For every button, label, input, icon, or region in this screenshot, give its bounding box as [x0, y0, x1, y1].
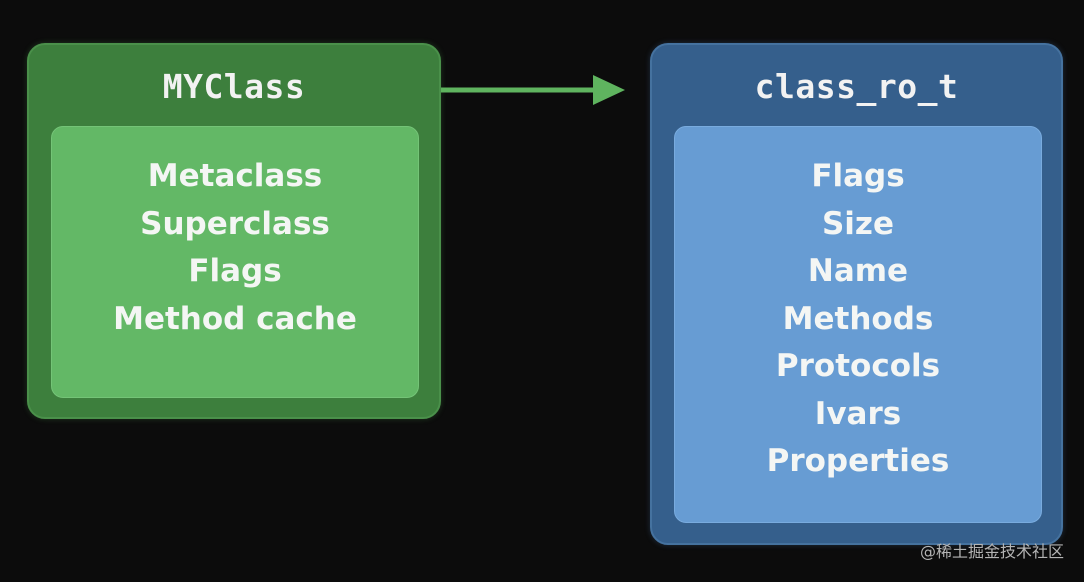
class-ro-t-field: Protocols [775, 348, 941, 384]
myclass-fields: Metaclass Superclass Flags Method cache [51, 126, 419, 398]
myclass-field: Method cache [113, 300, 357, 337]
myclass-title: MYClass [162, 67, 306, 106]
class-ro-t-field: Flags [811, 158, 905, 194]
class-ro-t-fields: Flags Size Name Methods Protocols Ivars … [674, 126, 1042, 523]
class-ro-t-box: class_ro_t Flags Size Name Methods Proto… [650, 43, 1063, 545]
class-ro-t-field: Size [821, 205, 895, 242]
myclass-box: MYClass Metaclass Superclass Flags Metho… [27, 43, 441, 419]
class-ro-t-title: class_ro_t [754, 67, 959, 106]
class-ro-t-field: Methods [782, 300, 934, 337]
class-ro-t-field: Properties [766, 443, 950, 479]
myclass-field: Superclass [140, 205, 330, 242]
myclass-field: Metaclass [147, 158, 323, 194]
myclass-field: Flags [188, 253, 282, 289]
class-ro-t-field: Ivars [814, 395, 902, 432]
watermark: @稀土掘金技术社区 [919, 542, 1064, 561]
class-ro-t-field: Name [807, 253, 909, 289]
arrow-right-icon [441, 75, 625, 105]
